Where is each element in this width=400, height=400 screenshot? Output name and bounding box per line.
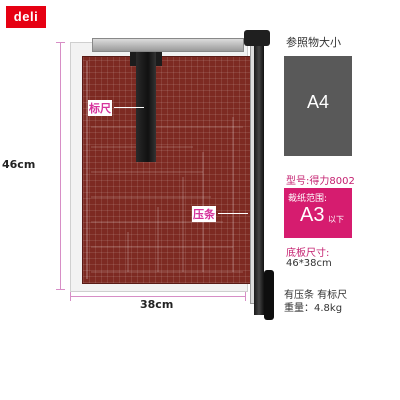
width-dimension-label: 38cm <box>140 298 174 311</box>
features-text: 有压条 有标尺 <box>284 290 348 301</box>
clamp-bar <box>136 52 156 162</box>
cutter-top-bar <box>92 38 244 52</box>
cut-range-label: 裁纸范围: <box>288 194 328 204</box>
cut-range-value: A3 <box>300 204 325 226</box>
handle-grip <box>264 270 274 320</box>
a4-reference-box: A4 <box>284 56 352 156</box>
height-dimension-line <box>56 42 65 290</box>
a4-reference-label: A4 <box>306 92 330 112</box>
brand-logo: deli <box>6 6 46 28</box>
board-size-label: 底板尺寸: <box>286 248 330 259</box>
ruler-leader-line <box>114 107 144 108</box>
reference-title: 参照物大小 <box>286 36 341 49</box>
width-dimension-line <box>70 292 246 301</box>
blade-arm <box>254 30 264 315</box>
cutting-board <box>82 56 254 284</box>
board-size-value: 46*38cm <box>286 258 332 269</box>
model-number: 型号:得力8002 <box>286 176 355 187</box>
height-dimension-label: 46cm <box>2 158 36 171</box>
clamp-callout: 压条 <box>192 206 216 222</box>
cut-range-suffix: 以下 <box>328 215 344 224</box>
clamp-leader-line <box>218 213 248 214</box>
cut-range-box: 裁纸范围: A3 以下 <box>284 188 352 238</box>
blade-pivot-knob <box>244 30 270 46</box>
ruler-callout: 标尺 <box>88 100 112 116</box>
board-guide-lines <box>86 61 243 279</box>
weight-text: 重量：4.8kg <box>284 303 343 314</box>
